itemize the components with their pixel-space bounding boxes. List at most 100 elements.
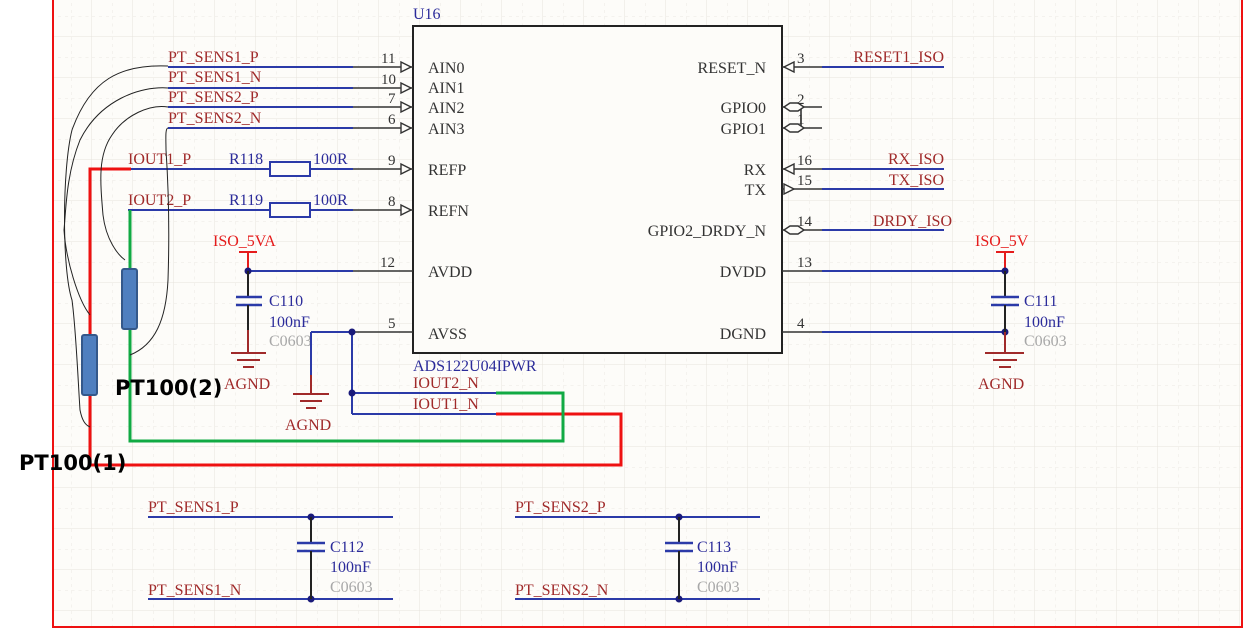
pt100-1-sensor[interactable] [81,334,98,396]
net-label-rx-iso[interactable]: RX_ISO [888,151,944,168]
pin-name-ain1: AIN1 [428,80,464,97]
net-label-pt-sens1-p[interactable]: PT_SENS1_P [148,499,239,516]
pin-number: 4 [797,316,805,332]
net-label-iout2-p[interactable]: IOUT2_P [128,192,191,209]
capacitor-designator: C111 [1024,293,1057,310]
capacitor-value: 100nF [697,559,738,576]
capacitor-designator: C110 [269,293,303,310]
power-port-iso-5va[interactable]: ISO_5VA [213,233,276,270]
capacitor-designator: C113 [697,539,731,556]
capacitor-footprint: C0603 [269,333,312,350]
net-label-pt-sens1-p[interactable]: PT_SENS1_P [168,49,259,66]
capacitor-c111[interactable]: C111 100nF C0603 [991,271,1067,352]
ground-icon: AGND [285,393,331,434]
power-port-label: ISO_5V [975,233,1029,250]
sheet-border [52,0,1243,628]
pin-name-gpio1: GPIO1 [721,121,766,138]
resistor-r118[interactable]: R118 100R [128,151,353,177]
pin-name-avdd: AVDD [428,264,472,281]
net-label-pt-sens2-p[interactable]: PT_SENS2_P [168,89,259,106]
net-label-iout1-p[interactable]: IOUT1_P [128,151,191,168]
net-label-tx-iso[interactable]: TX_ISO [889,172,944,189]
net-label-pt-sens1-n[interactable]: PT_SENS1_N [148,582,242,599]
pin-number: 11 [381,51,395,67]
pin-name-ain3: AIN3 [428,121,464,138]
pin-name-gpio2-drdy-n: GPIO2_DRDY_N [648,223,767,240]
pin-name-ain0: AIN0 [428,60,464,77]
ground-icon: AGND [224,352,270,393]
pin-number: 14 [797,214,813,230]
capacitor-designator: C112 [330,539,364,556]
net-label-pt-sens1-n[interactable]: PT_SENS1_N [168,69,262,86]
pin-name-dgnd: DGND [720,326,766,343]
pin-number: 5 [388,316,396,332]
ic-designator: U16 [413,6,441,23]
resistor-value: 100R [313,192,348,209]
ground-label: AGND [224,376,270,393]
io-arrow-icons [782,60,806,235]
net-label-pt-sens2-n[interactable]: PT_SENS2_N [515,582,609,599]
pin-number: 6 [388,112,396,128]
pin-number: 8 [388,194,396,210]
input-arrow-icons [400,60,413,217]
capacitor-value: 100nF [1024,314,1065,331]
capacitor-c110[interactable]: C110 100nF C0603 [236,271,312,352]
right-nets [822,66,1005,333]
pin-name-refn: REFN [428,203,469,220]
pin-number: 12 [380,255,395,271]
pt100-2-label: PT100(2) [115,376,222,400]
junction [348,328,356,336]
capacitor-value: 100nF [269,314,310,331]
net-label-drdy-iso[interactable]: DRDY_ISO [873,213,952,230]
ic-u16[interactable]: U16 ADS122U04IPWR 11 10 7 6 9 8 12 [353,6,822,375]
pin-number: 15 [797,173,812,189]
analog-input-wires [168,66,353,129]
pin-number: 13 [797,255,812,271]
pin-number: 7 [388,91,396,107]
ic-part-number: ADS122U04IPWR [413,358,537,375]
avss-wires [310,331,496,415]
net-label-iout2-n[interactable]: IOUT2_N [413,375,479,392]
capacitor-value: 100nF [330,559,371,576]
capacitor-footprint: C0603 [330,579,373,596]
net-label-reset1-iso[interactable]: RESET1_ISO [853,49,944,66]
resistor-designator: R118 [229,151,263,168]
power-port-label: ISO_5VA [213,233,276,250]
power-port-iso-5v[interactable]: ISO_5V [975,233,1029,270]
net-label-pt-sens2-n[interactable]: PT_SENS2_N [168,110,262,127]
junction [348,389,356,397]
net-label-pt-sens2-p[interactable]: PT_SENS2_P [515,499,606,516]
pt100-2-wiring [128,210,565,443]
resistor-r119[interactable]: R119 100R [128,192,353,218]
pin-number: 16 [797,153,813,169]
ground-label: AGND [285,417,331,434]
pin-name-refp: REFP [428,162,466,179]
filter-c113[interactable]: PT_SENS2_P PT_SENS2_N C113 100nF C0603 [515,499,760,603]
resistor-designator: R119 [229,192,263,209]
net-label-iout1-n[interactable]: IOUT1_N [413,396,479,413]
ground-icon: AGND [978,352,1024,393]
resistor-value: 100R [313,151,348,168]
ground-label: AGND [978,376,1024,393]
pt100-1-label: PT100(1) [19,451,126,475]
ic-body [412,25,783,354]
filter-c112[interactable]: PT_SENS1_P PT_SENS1_N C112 100nF C0603 [148,499,393,603]
sense-sketch-lines [63,65,170,428]
pin-name-reset-n: RESET_N [698,60,767,77]
pin-number: 3 [797,51,805,67]
pin-number: 9 [388,153,396,169]
pt100-1-wiring [88,167,623,467]
pin-number: 1 [797,112,805,128]
capacitor-footprint: C0603 [697,579,740,596]
capacitor-footprint: C0603 [1024,333,1067,350]
pin-name-gpio0: GPIO0 [721,100,766,117]
pin-name-avss: AVSS [428,326,467,343]
pin-name-tx: TX [745,182,767,199]
pin-name-ain2: AIN2 [428,100,464,117]
pt100-2-sensor[interactable] [121,268,138,330]
pin-name-dvdd: DVDD [720,264,766,281]
pin-number: 2 [797,92,805,108]
pin-number: 10 [381,72,396,88]
pin-name-rx: RX [744,162,767,179]
